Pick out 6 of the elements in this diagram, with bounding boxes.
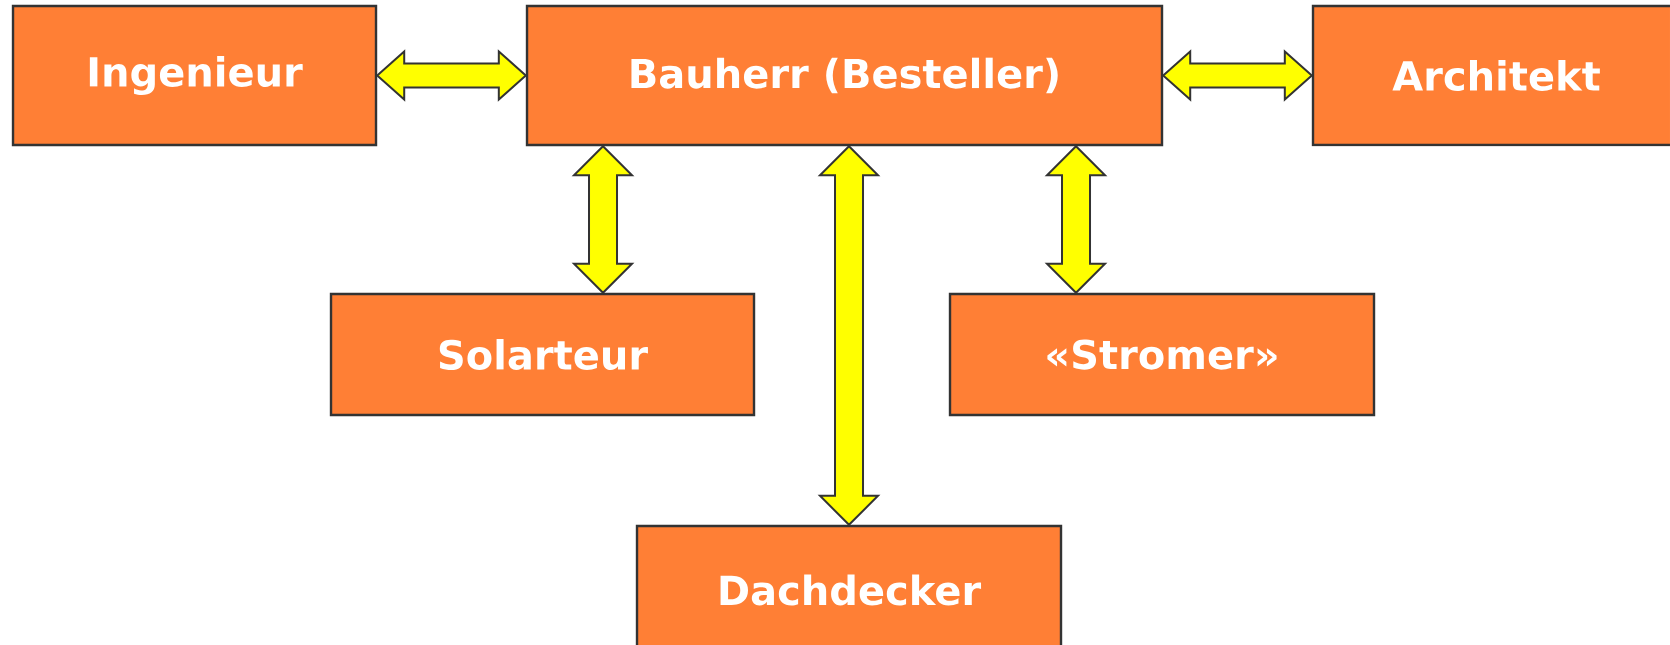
- role-box: Dachdecker: [635, 524, 1063, 645]
- role-box: «Stromer»: [948, 292, 1376, 417]
- role-box: Architekt: [1311, 4, 1670, 147]
- role-box: Solarteur: [329, 292, 756, 417]
- role-box: Ingenieur: [11, 4, 378, 147]
- role-box: Bauherr (Besteller): [525, 4, 1164, 147]
